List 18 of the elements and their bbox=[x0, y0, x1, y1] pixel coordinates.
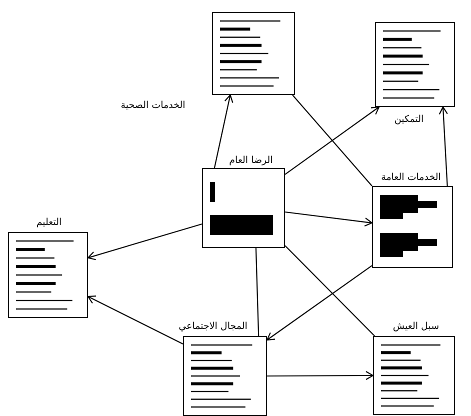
box-heading: سبل العيش bbox=[392, 321, 440, 333]
box-heading: الخدمات الصحية bbox=[120, 100, 186, 112]
arrow bbox=[438, 106, 448, 186]
box-heading: المجال الاجتماعي bbox=[178, 321, 248, 333]
connector-line bbox=[255, 248, 260, 336]
arrow bbox=[284, 106, 380, 175]
connector-line bbox=[284, 245, 376, 336]
box-heading: الخدمات العامة bbox=[381, 172, 441, 184]
arrow bbox=[266, 265, 372, 341]
connector-line bbox=[292, 94, 372, 186]
box-heading: التمكين bbox=[394, 114, 424, 126]
arrow bbox=[284, 211, 373, 227]
arrow bbox=[87, 296, 184, 344]
arrow bbox=[267, 370, 374, 380]
box-heading: الرضا العام bbox=[229, 155, 273, 167]
box-heading: التعليم bbox=[36, 217, 62, 229]
arrow bbox=[87, 223, 202, 260]
arrow bbox=[214, 94, 234, 168]
